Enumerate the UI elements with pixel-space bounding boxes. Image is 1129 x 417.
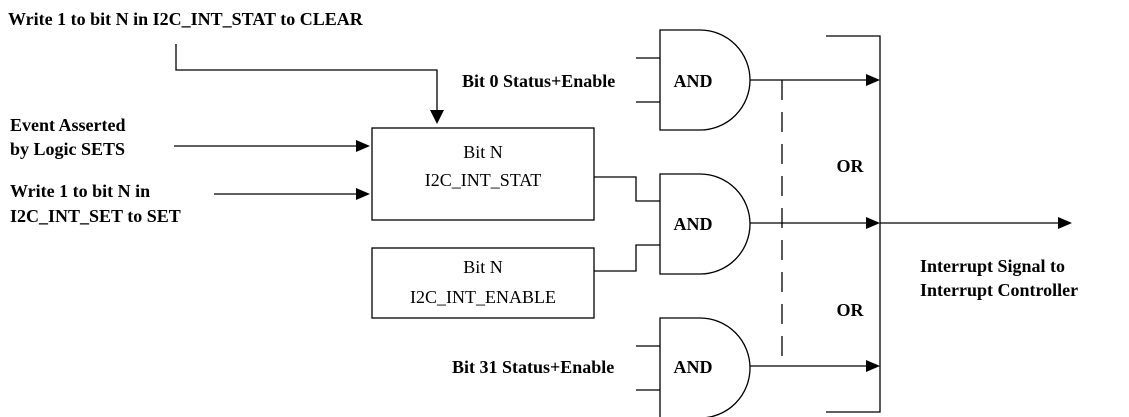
clear-connector xyxy=(175,44,438,112)
int-stat-register-box xyxy=(371,127,595,221)
stat-to-and-wire xyxy=(594,176,660,202)
and-gate-top xyxy=(659,29,751,131)
and-gate-bottom xyxy=(659,317,751,417)
int-enable-bit-label: Bit N xyxy=(463,257,503,277)
output-label-line1: Interrupt Signal to xyxy=(920,256,1065,276)
and-bot-output-arrowhead xyxy=(866,360,880,372)
interrupt-output-arrowhead xyxy=(1058,217,1072,229)
int-enable-register-box xyxy=(371,247,595,319)
event-label-line1: Event Asserted xyxy=(10,115,126,135)
clear-arrowhead xyxy=(430,110,444,124)
clear-instruction-label: Write 1 to bit N in I2C_INT_STAT to CLEA… xyxy=(8,9,364,29)
set-arrowhead xyxy=(356,188,370,200)
or-gate-bracket xyxy=(826,35,881,413)
output-label-line2: Interrupt Controller xyxy=(920,280,1078,300)
event-arrowhead xyxy=(356,140,370,152)
and-mid-label: AND xyxy=(674,214,713,234)
and-mid-output-arrowhead xyxy=(866,217,880,229)
set-label-line1: Write 1 to bit N in xyxy=(10,181,150,201)
int-stat-register-name: I2C_INT_STAT xyxy=(425,170,542,190)
enable-to-and-wire xyxy=(594,244,660,272)
and-bot-label: AND xyxy=(674,357,713,377)
bit0-status-label: Bit 0 Status+Enable xyxy=(462,71,615,91)
int-enable-register-name: I2C_INT_ENABLE xyxy=(410,287,556,307)
and-top-output-arrowhead xyxy=(866,74,880,86)
int-stat-bit-label: Bit N xyxy=(463,142,503,162)
or-upper-label: OR xyxy=(837,156,865,176)
bit31-status-label: Bit 31 Status+Enable xyxy=(452,357,614,377)
and-gate-middle xyxy=(659,173,751,275)
and-top-label: AND xyxy=(674,71,713,91)
or-lower-label: OR xyxy=(837,300,865,320)
set-label-line2: I2C_INT_SET to SET xyxy=(10,206,181,226)
event-label-line2: by Logic SETS xyxy=(10,139,125,159)
